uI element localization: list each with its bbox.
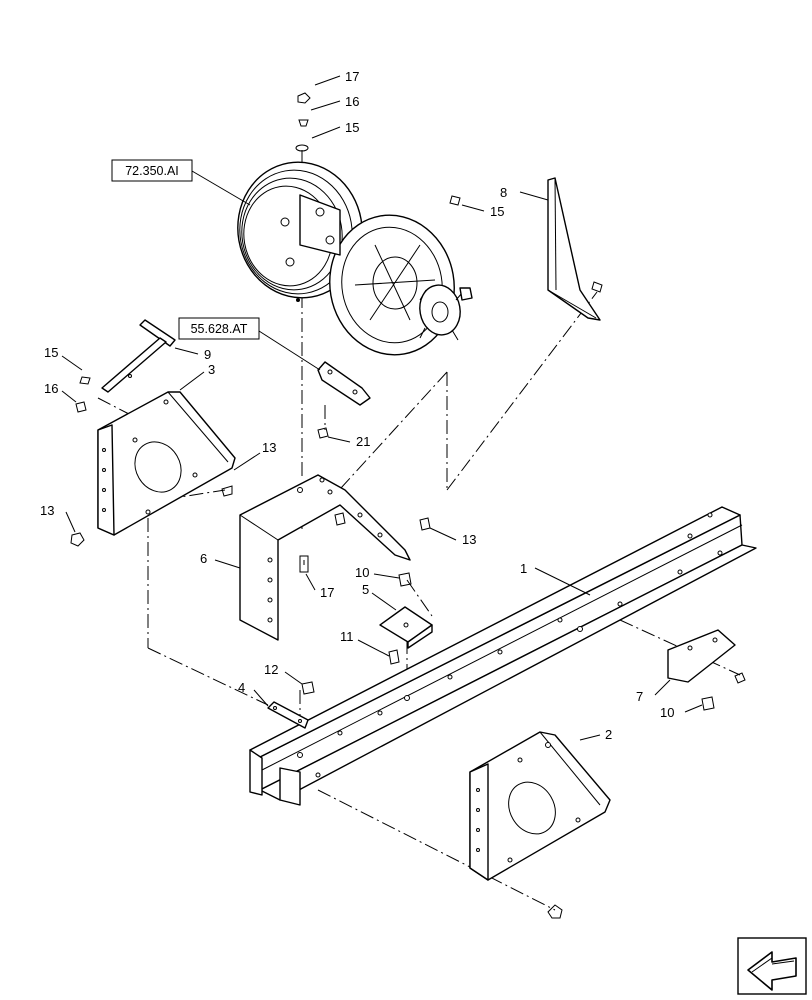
bearing-plate-part-3 (70, 391, 236, 547)
callout-3: 3 (208, 362, 215, 377)
next-page-arrow-icon[interactable] (737, 937, 807, 995)
pulley-assembly (237, 161, 473, 356)
callout-10-upper: 10 (355, 565, 369, 580)
callout-20: 17 (345, 69, 359, 84)
callout-19: 16 (345, 94, 359, 109)
shield-part-8 (547, 177, 601, 321)
strap-part-4 (267, 701, 309, 729)
channel-holes (297, 512, 723, 778)
callout-11: 11 (340, 629, 354, 644)
callout-18: 15 (345, 120, 359, 135)
bearing-plate-part-2 (469, 731, 611, 919)
callout-21: 21 (356, 434, 370, 449)
callout-numbers: 17 16 15 8 15 9 15 3 16 13 13 21 13 6 17… (40, 69, 703, 742)
callout-15: 15 (490, 204, 504, 219)
handle-part-9 (101, 319, 176, 393)
reference-label-clamp[interactable]: 55.628.AT (178, 317, 321, 371)
callout-8: 8 (500, 185, 507, 200)
callout-14: 13 (262, 440, 276, 455)
mounting-bracket-part-6 (239, 474, 411, 641)
callout-4: 4 (238, 680, 245, 695)
callout-6: 6 (200, 551, 207, 566)
callout-1: 1 (520, 561, 527, 576)
hardware (75, 92, 715, 711)
callout-5: 5 (362, 582, 369, 597)
callout-10-lower: 10 (660, 705, 674, 720)
callout-15-left: 15 (44, 345, 58, 360)
callout-12: 12 (264, 662, 278, 677)
callout-13-right: 13 (462, 532, 476, 547)
reference-label-pulley[interactable]: 72.350.AI (111, 159, 251, 206)
reference-text: 72.350.AI (125, 164, 179, 178)
reference-text: 55.628.AT (191, 322, 248, 336)
bracket-part-5 (379, 606, 433, 649)
callout-17: 17 (320, 585, 334, 600)
callout-2: 2 (605, 727, 612, 742)
clamp-assembly (317, 361, 371, 406)
callout-16: 16 (44, 381, 58, 396)
callout-7: 7 (636, 689, 643, 704)
plate-part-7 (667, 629, 746, 684)
callout-9: 9 (204, 347, 211, 362)
callout-13-left: 13 (40, 503, 54, 518)
channel-frame-part-1 (249, 506, 757, 806)
